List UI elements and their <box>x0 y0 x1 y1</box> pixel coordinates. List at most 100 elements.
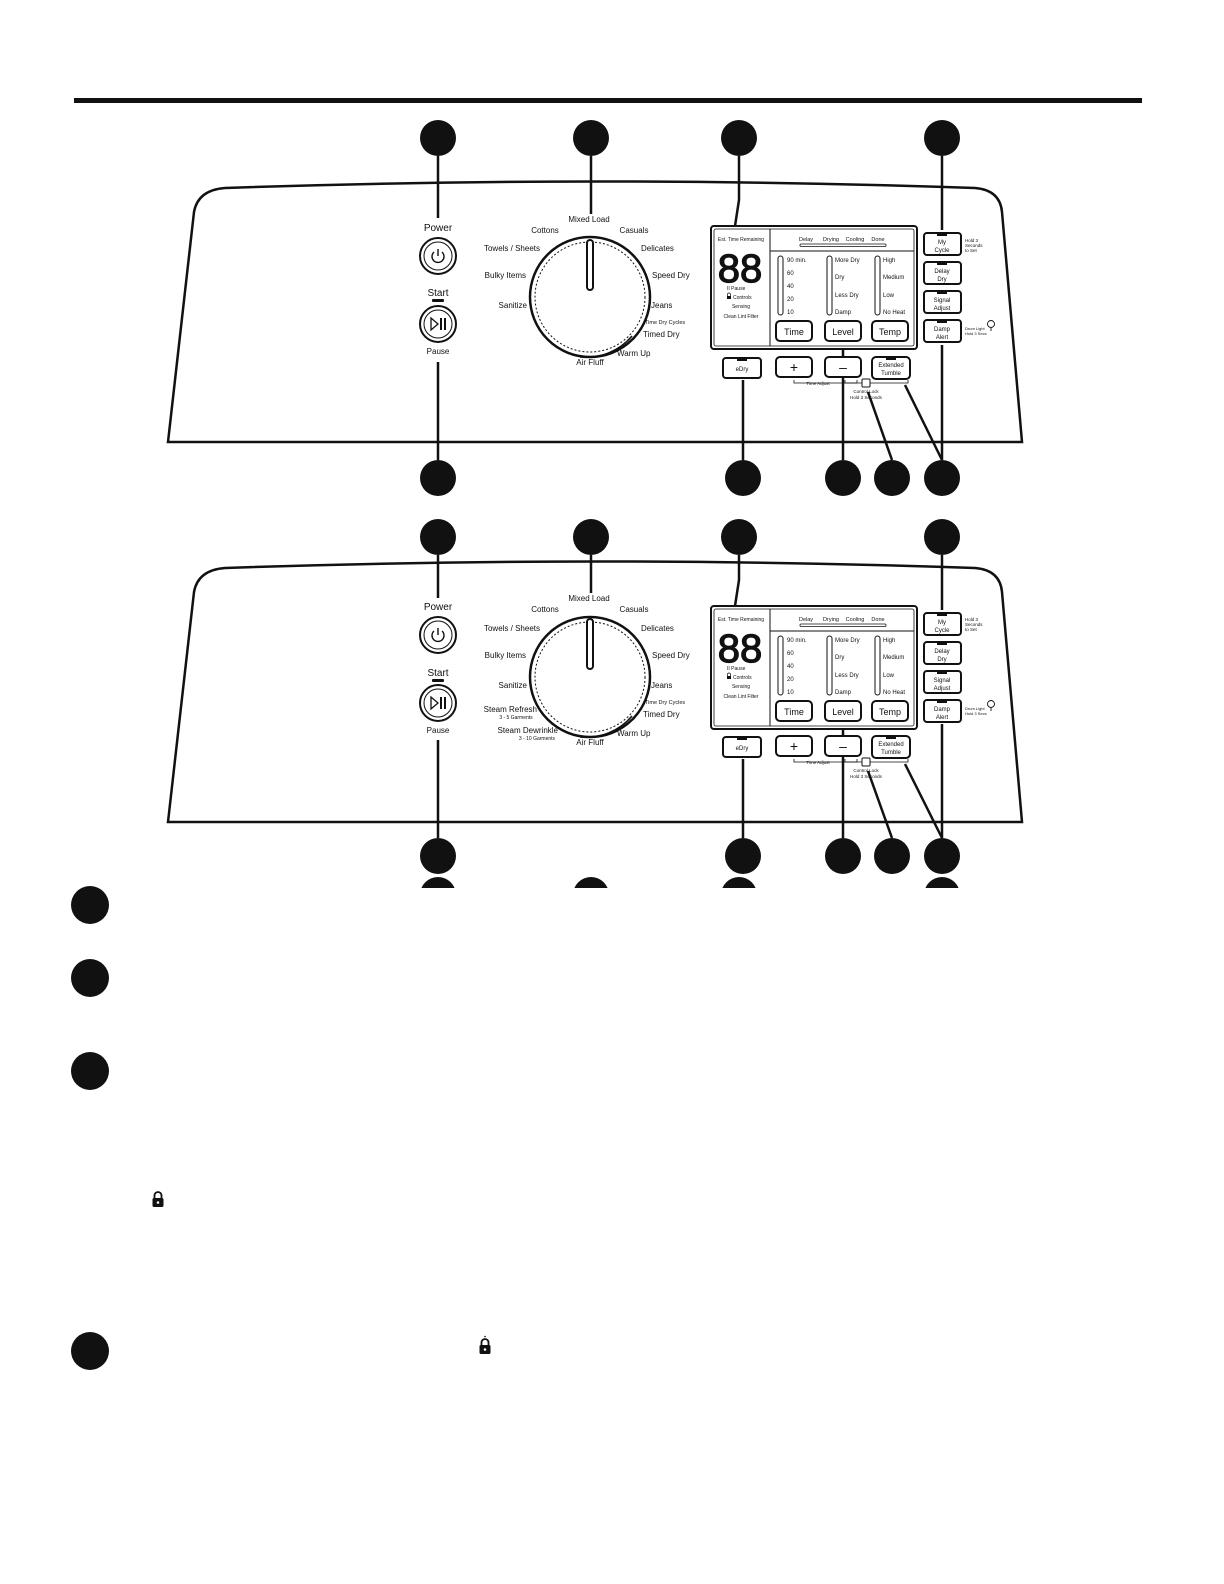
time-plus-button[interactable]: + <box>775 735 813 757</box>
callout-marker <box>874 838 910 874</box>
dial-sanitize: Sanitize <box>499 681 528 690</box>
temp-button[interactable]: Temp <box>871 700 909 722</box>
dial-delicates: Delicates <box>641 624 674 633</box>
status-sensing: Sensing <box>732 304 750 310</box>
time-adjust-label: Time Adjust <box>806 381 830 386</box>
svg-text:60: 60 <box>787 271 794 277</box>
time-plus-button[interactable]: + <box>775 356 813 378</box>
callout-marker <box>420 460 456 496</box>
svg-text:Delay: Delay <box>799 617 813 623</box>
svg-text:Temp: Temp <box>879 327 901 337</box>
my-cycle-button[interactable]: My Cycle <box>923 232 962 256</box>
dial-casuals: Casuals <box>620 226 649 235</box>
signal-adjust-button[interactable]: Signal Adjust <box>923 290 962 314</box>
drum-light-line2: Hold 3 Secs <box>965 711 987 716</box>
control-lock-label: Control Lock <box>853 768 879 773</box>
time-minus-button[interactable]: – <box>824 735 862 757</box>
svg-text:Damp: Damp <box>835 690 852 696</box>
power-label: Power <box>424 602 453 613</box>
svg-text:Dry: Dry <box>835 275 844 281</box>
hold-3-line1: Hold 3 <box>965 617 979 622</box>
dial-air-fluff: Air Fluff <box>576 738 604 747</box>
start-pause-button[interactable] <box>419 305 457 343</box>
dial-towels-sheets: Towels / Sheets <box>484 244 540 253</box>
hold-3-line2: Seconds <box>965 243 983 248</box>
dial-mixed-load: Mixed Load <box>568 594 609 603</box>
progress-labels: Delay Drying Cooling Done <box>799 237 885 243</box>
status-sensing: Sensing <box>732 684 750 690</box>
extended-tumble-button[interactable]: Extended Tumble <box>871 735 911 759</box>
dial-speed-dry: Speed Dry <box>652 651 690 660</box>
lock-icon <box>727 672 731 679</box>
dial-jeans: Jeans <box>651 681 672 690</box>
svg-text:Extended: Extended <box>878 363 903 369</box>
damp-alert-button[interactable]: Damp Alert <box>923 319 962 343</box>
hold-3-line1: Hold 3 <box>965 238 979 243</box>
svg-text:Drying: Drying <box>823 237 839 243</box>
dial-bulky-items: Bulky Items <box>485 651 526 660</box>
svg-text:Medium: Medium <box>883 655 904 661</box>
callout-marker <box>725 460 761 496</box>
svg-text:10: 10 <box>787 690 794 696</box>
svg-text:Tumble: Tumble <box>881 371 901 377</box>
hold-3-line3: to Set <box>965 627 978 632</box>
pause-label: Pause <box>427 347 450 356</box>
callout-marker <box>721 120 757 156</box>
callout-marker <box>420 120 456 156</box>
cycle-dial[interactable] <box>528 235 652 359</box>
delay-dry-button[interactable]: Delay Dry <box>923 641 962 665</box>
svg-text:Damp: Damp <box>934 327 951 333</box>
pause-label: Pause <box>427 726 450 735</box>
drum-light-line1: Drum Light <box>965 326 985 331</box>
svg-text:Less Dry: Less Dry <box>835 293 859 299</box>
dial-mixed-load: Mixed Load <box>568 215 609 224</box>
delay-dry-button[interactable]: Delay Dry <box>923 261 962 285</box>
time-button[interactable]: Time <box>775 320 813 342</box>
extended-tumble-button[interactable]: Extended Tumble <box>871 356 911 380</box>
est-time-label: Est. Time Remaining <box>718 237 764 243</box>
signal-adjust-button[interactable]: Signal Adjust <box>923 670 962 694</box>
level-button[interactable]: Level <box>824 700 862 722</box>
dial-jeans: Jeans <box>651 301 672 310</box>
drum-light-line2: Hold 3 Secs <box>965 331 987 336</box>
svg-text:My: My <box>938 240 946 246</box>
svg-text:eDry: eDry <box>736 367 749 373</box>
svg-text:High: High <box>883 258 895 264</box>
svg-text:Dry: Dry <box>937 657 946 663</box>
status-pause: II Pause <box>727 286 746 292</box>
legend-marker <box>71 886 109 924</box>
power-label: Power <box>424 223 453 234</box>
svg-text:Alert: Alert <box>936 335 949 341</box>
callout-marker <box>825 460 861 496</box>
time-minus-button[interactable]: – <box>824 356 862 378</box>
svg-text:Time: Time <box>784 327 804 337</box>
my-cycle-button[interactable]: My Cycle <box>923 612 962 636</box>
svg-text:Cycle: Cycle <box>934 248 950 254</box>
edry-button[interactable]: eDry <box>722 357 762 379</box>
status-pause: II Pause <box>727 666 746 672</box>
status-controls: Controls <box>733 295 752 301</box>
time-button[interactable]: Time <box>775 700 813 722</box>
svg-text:Tumble: Tumble <box>881 750 901 756</box>
start-pause-button[interactable] <box>419 684 457 722</box>
svg-text:–: – <box>839 359 847 375</box>
lock-icon <box>861 378 871 388</box>
svg-text:eDry: eDry <box>736 746 749 752</box>
dial-cottons: Cottons <box>531 226 559 235</box>
callout-marker <box>924 120 960 156</box>
callout-marker <box>573 519 609 555</box>
power-button[interactable] <box>419 237 457 275</box>
header-rule <box>74 98 1142 103</box>
damp-alert-button[interactable]: Damp Alert <box>923 699 962 723</box>
power-button[interactable] <box>419 616 457 654</box>
play-pause-icon <box>430 695 446 711</box>
callout-marker <box>420 519 456 555</box>
level-button[interactable]: Level <box>824 320 862 342</box>
callout-marker <box>924 519 960 555</box>
svg-text:No Heat: No Heat <box>883 690 905 696</box>
edry-button[interactable]: eDry <box>722 736 762 758</box>
callout-marker <box>925 877 959 888</box>
cycle-dial[interactable] <box>528 615 652 739</box>
temp-button[interactable]: Temp <box>871 320 909 342</box>
svg-text:Damp: Damp <box>934 707 951 713</box>
